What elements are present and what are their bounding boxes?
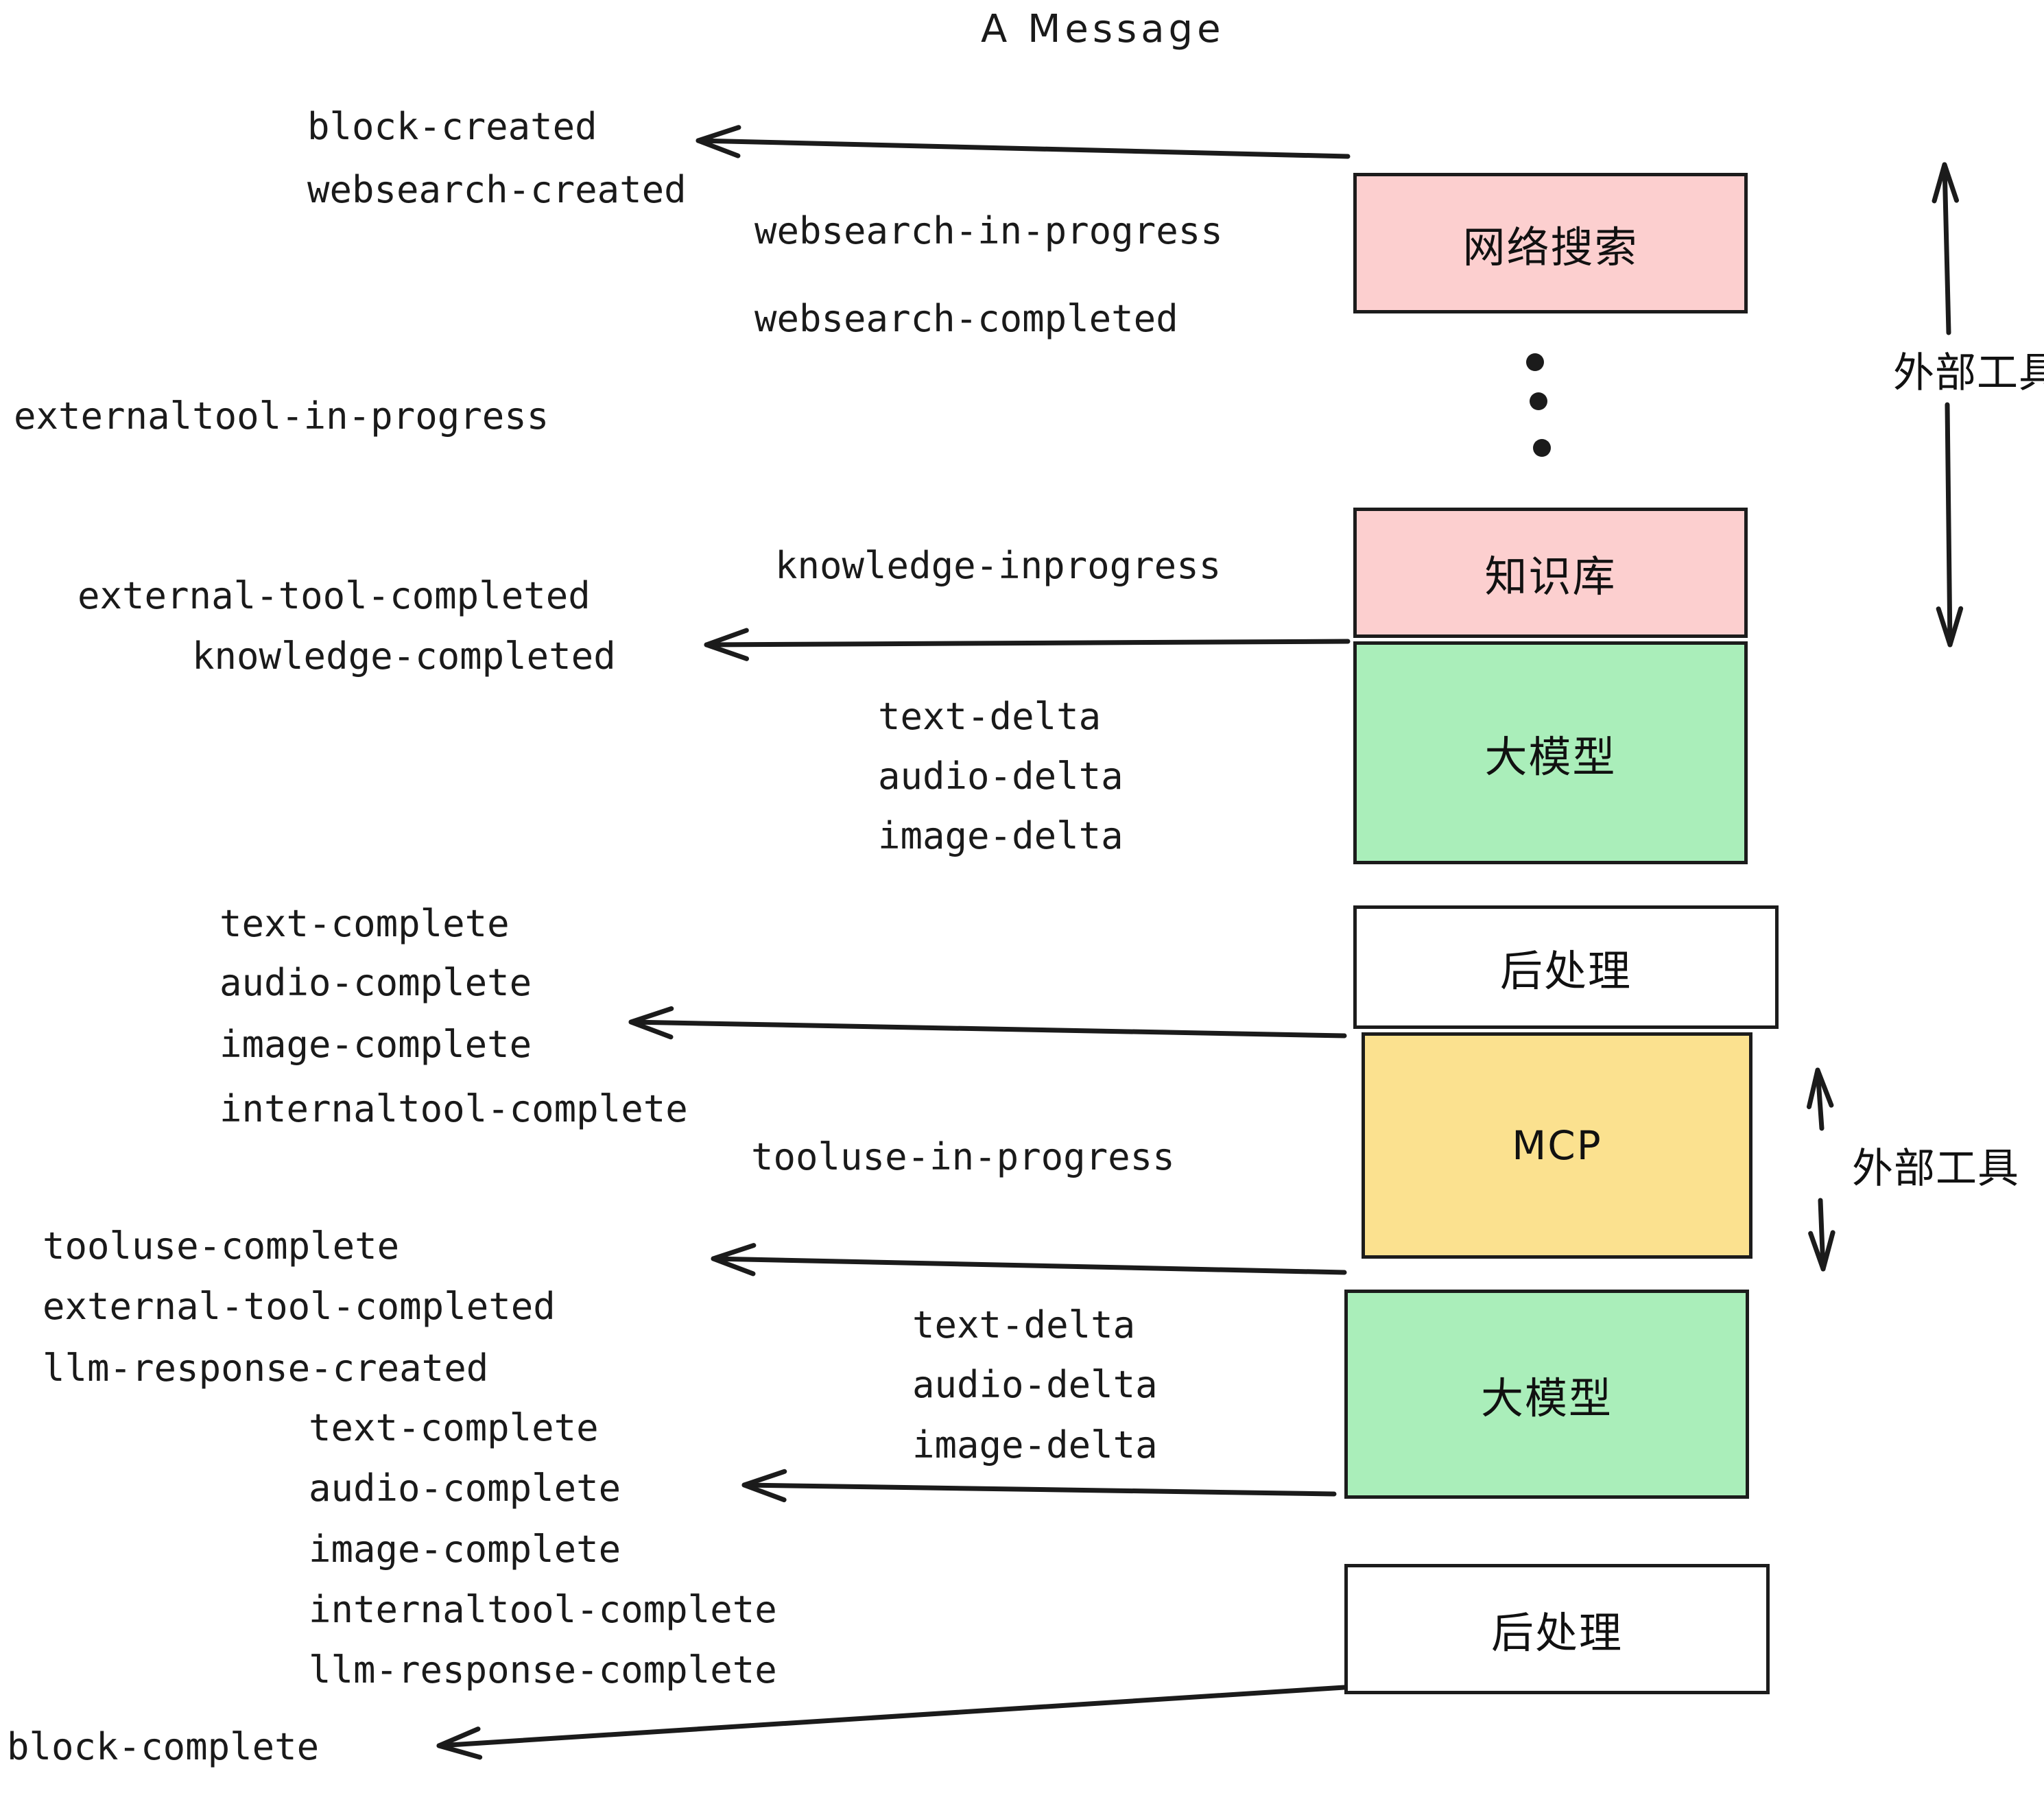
arrow-external-tools-bottom-up (1806, 1067, 1834, 1131)
event-label: text-complete (309, 1406, 599, 1449)
arrow-block-complete-arrow (436, 1685, 1347, 1760)
side-bracket-label: 外部工具 (1852, 1145, 2019, 1193)
event-label: tooluse-in-progress (751, 1135, 1175, 1178)
arrow-head (1806, 1067, 1834, 1110)
arrow-head (704, 628, 750, 661)
arrow-head (1808, 1230, 1835, 1272)
event-label: block-complete (7, 1725, 320, 1768)
event-label: image-delta (878, 814, 1124, 857)
node-box-llm-2: 大模型 (1344, 1290, 1749, 1499)
ellipsis-dot (1526, 353, 1544, 371)
event-label: audio-complete (309, 1467, 621, 1510)
event-label: image-complete (309, 1528, 621, 1571)
event-label: knowledge-completed (192, 634, 616, 678)
event-label: internaltool-complete (219, 1087, 688, 1130)
event-label: external-tool-completed (43, 1285, 556, 1328)
event-label: externaltool-in-progress (14, 394, 549, 438)
arrow-head (1936, 606, 1964, 648)
arrow-block-created-arrow (696, 125, 1351, 159)
arrow-head (1932, 162, 1960, 204)
arrow-shaft (436, 1685, 1347, 1748)
event-label: text-delta (912, 1303, 1136, 1346)
arrow-external-tools-bottom-down (1808, 1198, 1835, 1272)
arrow-tooluse-complete-arrow (711, 1243, 1347, 1277)
arrow-audio-complete-arrow (741, 1469, 1337, 1503)
node-box-websearch: 网络搜索 (1353, 173, 1748, 313)
node-box-postproc-1: 后处理 (1353, 905, 1779, 1029)
arrow-shaft (711, 1256, 1347, 1275)
event-label: block-created (307, 105, 597, 148)
arrow-image-complete-arrow (628, 1006, 1347, 1040)
event-label: websearch-created (307, 168, 687, 211)
event-label: text-complete (219, 902, 510, 945)
arrow-shaft (628, 1019, 1347, 1039)
side-bracket-label: 外部工具 (1893, 349, 2044, 397)
event-label: tooluse-complete (43, 1224, 400, 1268)
arrow-head (741, 1469, 787, 1503)
arrow-head (696, 125, 741, 158)
node-box-mcp: MCP (1362, 1032, 1752, 1259)
event-label: external-tool-completed (78, 574, 591, 617)
arrow-knowledge-completed-arrow (704, 628, 1351, 661)
arrow-head (628, 1006, 674, 1040)
arrow-shaft (704, 639, 1351, 648)
event-label: websearch-in-progress (754, 209, 1223, 252)
arrow-head (711, 1243, 757, 1277)
event-label: llm-response-complete (309, 1648, 777, 1692)
arrow-shaft (1942, 162, 1951, 335)
arrow-shaft (1815, 1067, 1825, 1131)
page-title: A Message (981, 7, 1225, 51)
node-box-llm-1: 大模型 (1353, 641, 1748, 864)
event-label: text-delta (878, 695, 1102, 738)
arrow-shaft (696, 138, 1351, 159)
arrow-external-tools-top-down (1936, 402, 1964, 648)
event-label: llm-response-created (43, 1346, 489, 1390)
ellipsis-dot (1533, 439, 1551, 457)
arrow-shaft (1945, 402, 1953, 648)
event-label: audio-delta (878, 755, 1124, 798)
node-box-postproc-2: 后处理 (1344, 1564, 1770, 1694)
node-box-knowledge: 知识库 (1353, 508, 1748, 638)
event-label: websearch-completed (754, 297, 1178, 340)
event-label: internaltool-complete (309, 1588, 777, 1631)
arrow-head (436, 1726, 483, 1760)
event-label: image-delta (912, 1423, 1158, 1467)
arrow-shaft (1818, 1198, 1826, 1272)
arrow-shaft (741, 1482, 1337, 1497)
event-label: audio-complete (219, 961, 532, 1004)
ellipsis-dot (1530, 392, 1547, 410)
arrow-external-tools-top-up (1932, 162, 1960, 335)
event-label: knowledge-inprogress (775, 544, 1222, 587)
event-label: audio-delta (912, 1363, 1158, 1406)
event-label: image-complete (219, 1023, 532, 1066)
